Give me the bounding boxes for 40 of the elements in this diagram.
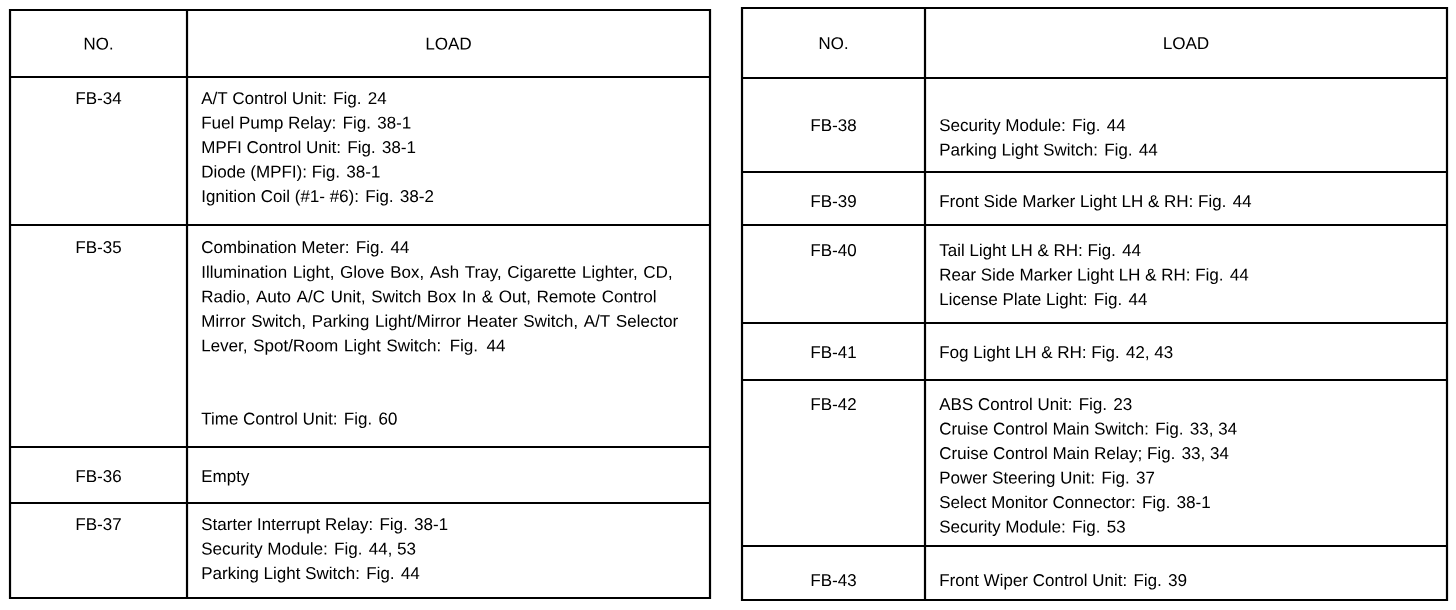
fuse-number: FB-40 <box>811 244 856 257</box>
fuse-number: FB-34 <box>76 92 122 105</box>
load-text: Rear Side Marker Light LH & RH: Fig. 44 <box>940 268 1249 284</box>
fuse-number: FB-35 <box>76 241 121 254</box>
load-text: Cruise Control Main Switch: Fig. 33, 34 <box>940 422 1237 438</box>
load-text: Cruise Control Main Relay; Fig. 33, 34 <box>940 446 1229 463</box>
fuse-number: FB-37 <box>76 518 121 531</box>
load-text: License Plate Light: Fig. 44 <box>940 292 1147 309</box>
load-text: Fog Light LH & RH: Fig. 42, 43 <box>940 345 1173 362</box>
fuse-number: FB-43 <box>811 574 856 587</box>
fuse-number: FB-38 <box>811 119 856 132</box>
load-text: Fuel Pump Relay: Fig. 38-1 <box>202 116 411 133</box>
load-text: Security Module: Fig. 44, 53 <box>202 542 416 558</box>
fuse-number: FB-42 <box>811 398 856 410</box>
fuse-number: FB-41 <box>811 346 856 358</box>
load-text: Time Control Unit: Fig. 60 <box>201 412 397 428</box>
load-text: A/T Control Unit: Fig. 24 <box>201 91 387 108</box>
load-text: ABS Control Unit: Fig. 23 <box>939 397 1132 414</box>
load-text: Security Module: Fig. 44 <box>940 118 1126 135</box>
load-text: Illumination Light, Glove Box, Ash Tray, Cigarette Lighter, CD, Radio, Auto A/C Unit, Switch Box In & Out, Remote Control Mirror Switch, Parking Light/Mirror Heater Switch, A/T Selector Lever, Spot/Room Light Switch: Fig. 44 <box>202 265 678 355</box>
load-text: Diode (MPFI): Fig. 38-1 <box>202 165 380 182</box>
column-header: LOAD <box>426 37 471 50</box>
column-header: LOAD <box>1164 37 1209 50</box>
fuse-number: FB-36 <box>76 470 121 483</box>
load-text: Security Module: Fig. 53 <box>940 520 1125 536</box>
load-text: Starter Interrupt Relay: Fig. 38-1 <box>202 517 448 534</box>
fuse-number: FB-39 <box>811 195 856 208</box>
column-header: NO. <box>819 37 848 50</box>
load-text: Front Side Marker Light LH & RH: Fig. 44 <box>940 194 1252 211</box>
load-text: Ignition Coil (#1- #6): Fig. 38-2 <box>202 189 434 206</box>
load-text: Select Monitor Connector: Fig. 38-1 <box>940 495 1210 512</box>
load-text: Front Wiper Control Unit: Fig. 39 <box>940 573 1187 590</box>
load-text: MPFI Control Unit: Fig. 38-1 <box>202 140 416 157</box>
column-header: NO. <box>84 37 113 50</box>
load-text: Parking Light Switch: Fig. 44 <box>202 566 420 583</box>
load-text: Combination Meter: Fig. 44 <box>202 240 409 257</box>
load-text: Parking Light Switch: Fig. 44 <box>940 143 1158 160</box>
load-text: Power Steering Unit: Fig. 37 <box>940 471 1155 487</box>
load-text: Empty <box>202 470 250 486</box>
load-text: Tail Light LH & RH: Fig. 44 <box>939 243 1141 260</box>
